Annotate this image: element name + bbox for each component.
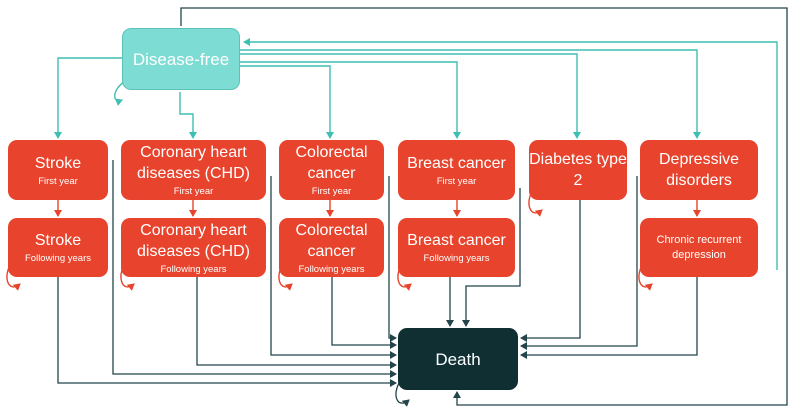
arrow-crc-follow-to-death [331, 277, 397, 349]
node-label: Colorectal cancer [295, 144, 368, 182]
node-sublabel: First year [38, 175, 78, 187]
arrow-chronic-to-death [520, 277, 698, 359]
arrow-chd-follow-to-death [196, 277, 397, 369]
node-death: Death [398, 328, 518, 390]
arrow-breast-first-to-death [462, 188, 521, 327]
node-label: Breast cancer [407, 232, 506, 249]
node-chd-first-year: Coronary heart diseases (CHD) First year [121, 140, 266, 200]
node-label: Depressive disorders [658, 151, 740, 189]
node-breast-cancer-following-years: Breast cancer Following years [398, 218, 515, 277]
node-depressive-disorders: Depressive disorders [640, 140, 758, 200]
self-loop-disease-free [114, 81, 125, 106]
node-disease-free: Disease-free [122, 28, 240, 90]
arrow-top-loop-to-death [180, 7, 788, 406]
node-label: Stroke [34, 232, 82, 249]
node-chronic-recurrent-depression: Chronic recurrent depression [640, 218, 758, 277]
node-label: Coronary heart diseases (CHD) [137, 221, 250, 260]
arrow-free-to-stroke [54, 57, 122, 139]
node-label: Chronic recurrent depression [656, 233, 742, 261]
arrow-stroke-follow-to-death [57, 277, 397, 387]
node-sublabel: Following years [25, 253, 91, 264]
node-sublabel: Following years [423, 253, 490, 264]
node-sublabel: Following years [160, 263, 227, 275]
node-stroke-following-years: Stroke Following years [8, 218, 108, 277]
node-stroke-first-year: Stroke First year [8, 140, 108, 200]
arrow-diabetes-to-death [520, 200, 581, 342]
node-label: Diabetes type 2 [529, 151, 627, 189]
node-label: Colorectal cancer [295, 221, 368, 260]
node-label: Death [435, 349, 481, 369]
node-sublabel: First year [173, 186, 214, 197]
node-colorectal-cancer-following-years: Colorectal cancer Following years [279, 218, 384, 277]
node-colorectal-cancer-first-year: Colorectal cancer First year [279, 140, 384, 200]
node-diabetes-type-2: Diabetes type 2 [529, 140, 627, 200]
arrow-recovery-to-free [243, 38, 778, 270]
arrow-depressive-to-death [520, 176, 638, 350]
arrow-free-to-breast [240, 61, 461, 139]
node-breast-cancer-first-year: Breast cancer First year [398, 140, 515, 200]
arrow-free-to-crc [240, 65, 334, 139]
arrow-free-to-depressive [240, 49, 701, 139]
node-chd-following-years: Coronary heart diseases (CHD) Following … [121, 218, 266, 277]
arrow-chd-first-to-death [270, 176, 397, 359]
arrow-free-to-diabetes [240, 53, 581, 139]
node-label: Coronary heart diseases (CHD) [137, 144, 250, 182]
node-label: Stroke [34, 154, 82, 172]
node-sublabel: First year [311, 186, 352, 197]
arrow-crc-first-to-death [388, 176, 397, 342]
arrow-stroke-first-to-death [112, 160, 397, 378]
arrow-free-to-chd [179, 92, 197, 139]
node-label: Disease-free [132, 49, 230, 69]
node-sublabel: First year [436, 175, 477, 187]
node-label: Breast cancer [407, 154, 506, 172]
node-sublabel: Following years [298, 263, 365, 275]
